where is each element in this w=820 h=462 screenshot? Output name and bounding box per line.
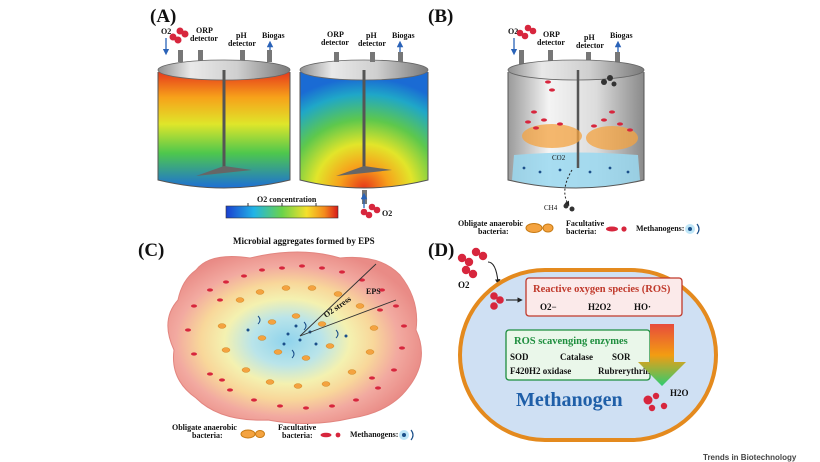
legend-methanogens-label: Methanogens: [636,224,684,233]
obligate-bacteria-icon [240,429,256,439]
enzyme-rubrerythrin: Rubrerythrin [598,366,650,376]
ch4-label: CH4 [544,204,558,212]
o2-molecules-icon [457,247,488,279]
colorbar-label: O2 concentration [257,195,317,204]
facultative-bacteria-icon [606,226,618,232]
facultative-bacteria-ring [185,264,407,410]
port [178,50,183,62]
ros-item-hydroxyl: HO· [634,302,651,312]
impeller-icon [336,166,392,176]
panel-a-label: (A) [150,6,176,27]
obligate-bacteria-icon [525,223,543,233]
o2-label-d: O2 [458,280,470,290]
panel-b-label: (B) [428,6,453,27]
o2-molecules-icon [516,24,537,40]
enzyme-catalase: Catalase [560,352,593,362]
o2-molecules-icon [490,292,504,310]
reactor-b [507,59,645,189]
ros-title: Reactive oxygen species (ROS) [533,284,671,295]
biogas-label-b: Biogas [610,31,633,40]
o2-molecules-icon [360,203,381,219]
o2-inlet-label-b: O2 [508,27,518,36]
water-label: H2O [670,388,689,398]
panel-d: (D) O2 Reactive oxygen species (ROS) O2−… [428,240,718,442]
enzymes-title: ROS scavenging enzymes [514,336,628,347]
enzyme-sod: SOD [510,352,529,362]
port [198,50,203,62]
reactor-2 [299,59,429,189]
water-molecules-icon [643,392,668,412]
conversion-arrow-icon [638,324,686,386]
eps-label: EPS [366,287,381,296]
obligate-bacteria-ring [217,285,379,389]
biogas-label-2: Biogas [392,31,415,40]
ros-item-h2o2: H2O2 [588,302,612,312]
port [240,50,245,62]
co2-label: CO2 [552,154,566,162]
facultative-bacteria-icon [320,432,332,438]
eps-aggregate [167,251,422,425]
panel-d-label: (D) [428,240,454,261]
panel-c-title: Microbial aggregates formed by EPS [233,236,375,246]
o2-outlet-label: O2 [382,209,392,218]
panel-c: (C) Microbial aggregates formed by EPS [138,236,422,441]
enzyme-sor: SOR [612,352,631,362]
o2-inlet-label: O2 [161,27,171,36]
facultative-bacteria-cluster [525,80,633,132]
reactor-1 [157,59,291,189]
impeller-icon [196,166,252,176]
methanogen-title: Methanogen [516,389,623,411]
port [267,50,272,62]
enzyme-f420h2-oxidase: F420H2 oxidase [510,366,571,376]
o2-molecules-icon [169,27,189,44]
stress-wedge-line [299,263,377,337]
biogas-label: Biogas [262,31,285,40]
ros-item-superoxide: O2− [540,302,557,312]
journal-watermark: Trends in Biotechnology [703,453,797,462]
ros-box [525,277,683,317]
o2-colorbar [225,205,339,219]
panel-c-label: (C) [138,240,164,261]
legend-c-methanogens-label: Methanogens: [350,430,398,439]
